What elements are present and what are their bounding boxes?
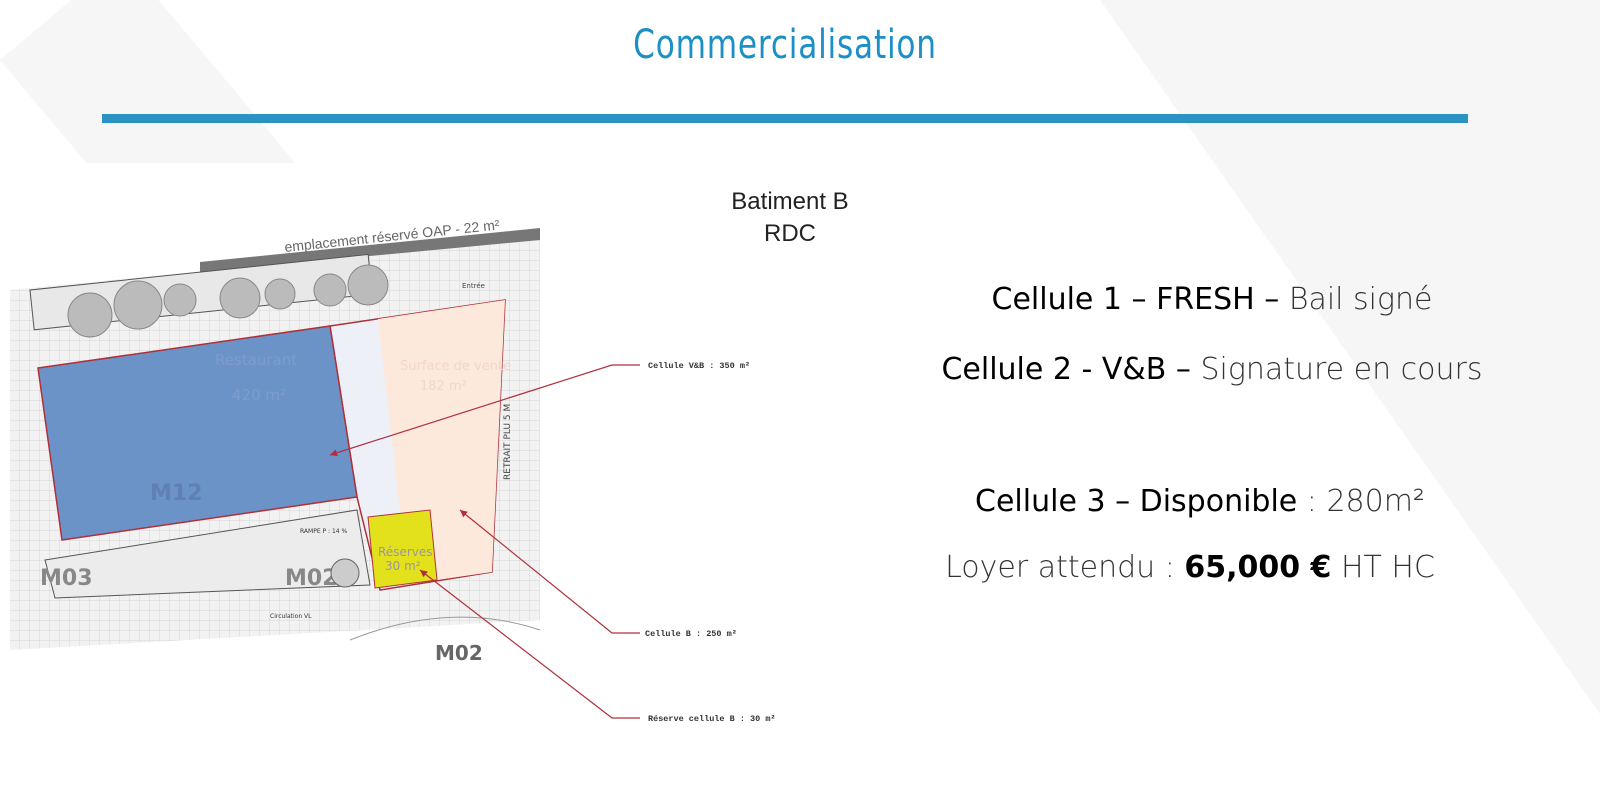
zone-code: M03 bbox=[40, 566, 93, 591]
status-line-cellule-1: Cellule 1 – FRESH – Bail signé bbox=[832, 282, 1592, 317]
building-name: Batiment B bbox=[731, 188, 849, 215]
restaurant-area: 420 m² bbox=[232, 386, 286, 404]
callout-arrow bbox=[419, 569, 640, 719]
floor-plan: emplacement réservé OAP - 22 m² Entrée R… bbox=[0, 163, 976, 783]
rent-amount: 65,000 € bbox=[1184, 550, 1332, 585]
entrance-label: Entrée bbox=[462, 282, 485, 290]
ramp-label: RAMPE P : 14 % bbox=[300, 528, 348, 535]
callout-arrow bbox=[459, 509, 640, 634]
zone-code: M12 bbox=[150, 481, 203, 506]
cellule-b-zone bbox=[378, 300, 505, 580]
zone-code: M02 bbox=[285, 566, 338, 591]
zone-code: M02 bbox=[435, 641, 483, 665]
cellule-name: Cellule 1 – FRESH – bbox=[991, 282, 1289, 317]
restaurant-label: Restaurant bbox=[215, 351, 297, 369]
callout-cellule-b: Cellule B : 250 m² bbox=[645, 629, 737, 639]
status-line-cellule-2: Cellule 2 - V&B – Signature en cours bbox=[832, 352, 1592, 387]
building-header: Batiment B RDC bbox=[690, 186, 890, 250]
rent-suffix: HT HC bbox=[1331, 550, 1435, 585]
status-line-cellule-3: Cellule 3 – Disponible : 280m² bbox=[820, 484, 1580, 519]
surface-area: 182 m² bbox=[420, 379, 467, 394]
cellule-status: Bail signé bbox=[1288, 282, 1433, 317]
cellule-name: Cellule 2 - V&B – bbox=[941, 352, 1201, 387]
callout-arrow bbox=[329, 364, 640, 457]
cellule-vb-zone bbox=[37, 325, 358, 541]
surface-label: Surface de vente bbox=[400, 359, 511, 374]
title-divider bbox=[102, 114, 1468, 123]
circulation-label: Circulation VL bbox=[270, 613, 312, 620]
cellule-name: Cellule 3 – Disponible bbox=[975, 484, 1298, 519]
rent-label: Loyer attendu : bbox=[945, 550, 1185, 585]
reserves-label: Réserves bbox=[378, 545, 433, 559]
reserve-zone bbox=[367, 509, 438, 589]
floor-plan-drawing: emplacement réservé OAP - 22 m² Entrée R… bbox=[10, 216, 776, 724]
building-level: RDC bbox=[764, 220, 816, 247]
reserves-area: 30 m² bbox=[385, 559, 421, 573]
callout-reserve: Réserve cellule B : 30 m² bbox=[648, 714, 776, 724]
retrait-label: RETRAIT PLU 5 M bbox=[503, 404, 513, 480]
cellule-status: Signature en cours bbox=[1200, 352, 1483, 387]
slide-title: Commercialisation bbox=[633, 22, 937, 68]
callout-cellule-vb: Cellule V&B : 350 m² bbox=[648, 361, 750, 371]
expected-rent-line: Loyer attendu : 65,000 € HT HC bbox=[810, 550, 1570, 585]
cellule-area: : 280m² bbox=[1297, 484, 1425, 519]
